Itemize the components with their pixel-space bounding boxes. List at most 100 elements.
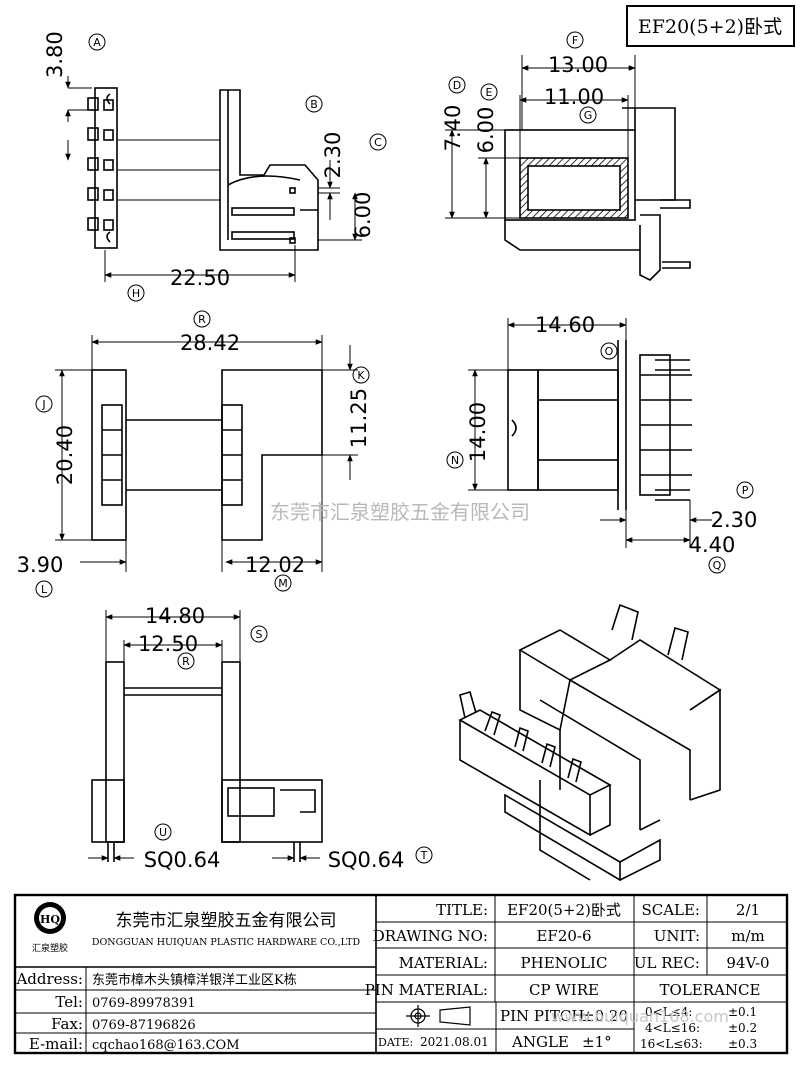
- dim-4-40: 4.40: [689, 533, 736, 557]
- address-value: 东莞市樟木头镇樟洋银洋工业区K栋: [92, 972, 297, 988]
- dim-2-30-side: 2.30: [321, 132, 345, 179]
- dim-3-80: 3.80: [43, 31, 67, 78]
- logo-caption: 汇泉塑胶: [32, 942, 68, 954]
- tolerance-value-1: ±0.1: [728, 1005, 757, 1019]
- dim-22-50: 22.50: [170, 266, 230, 290]
- ref-g: G: [584, 109, 593, 122]
- tel-value: 0769-89978391: [92, 996, 196, 1011]
- drawing-no-value: EF20-6: [536, 927, 591, 945]
- tolerance-range-1: 0<L≤4:: [645, 1005, 692, 1019]
- ref-e: E: [486, 86, 493, 99]
- ref-o: O: [605, 345, 614, 358]
- dim-13-00: 13.00: [548, 53, 608, 77]
- view-bottom-dims: [88, 610, 320, 861]
- unit-label: UNIT:: [654, 927, 700, 945]
- scale-label: SCALE:: [641, 901, 700, 919]
- dim-6-00-side: 6.00: [351, 192, 375, 239]
- dim-sq-0-64-right: SQ0.64: [328, 848, 405, 872]
- dim-sq-0-64-left: SQ0.64: [144, 848, 221, 872]
- dim-20-40: 20.40: [53, 425, 77, 485]
- ref-a: A: [93, 36, 101, 49]
- view-side-top-left: [87, 87, 319, 251]
- dim-14-00: 14.00: [466, 402, 490, 462]
- dim-28-42: 28.42: [180, 331, 240, 355]
- tolerance-range-2: 4<L≤16:: [645, 1021, 700, 1035]
- dim-14-60: 14.60: [535, 313, 595, 337]
- dim-6-00-end: 6.00: [474, 107, 498, 154]
- company-name-cn: 东莞市汇泉塑胶五金有限公司: [116, 911, 337, 931]
- ul-rec-value: 94V-0: [726, 954, 769, 972]
- ref-n: N: [451, 454, 459, 467]
- ref-k: K: [357, 369, 365, 382]
- pin-material-label: PIN MATERIAL:: [365, 981, 488, 999]
- projection-symbol-icon: [406, 1005, 471, 1027]
- ref-r-top: R: [198, 313, 206, 326]
- ref-d: D: [453, 79, 461, 92]
- material-label: MATERIAL:: [399, 954, 488, 972]
- pin-material-value: CP WIRE: [529, 981, 599, 999]
- tolerance-value-3: ±0.3: [728, 1037, 757, 1051]
- company-logo: HQ 汇泉塑胶: [32, 902, 68, 954]
- reference-markers: A B C D E F G H R J K L M O N P Q S R U …: [35, 31, 754, 864]
- ul-rec-label: UL REC:: [634, 954, 700, 972]
- ref-t: T: [420, 849, 428, 862]
- ref-p: P: [742, 484, 749, 497]
- angle-label: ANGLE: [511, 1033, 569, 1051]
- ref-u: U: [159, 826, 167, 839]
- dim-11-25: 11.25: [347, 388, 371, 448]
- drawing-no-label: DRAWING NO:: [373, 927, 488, 945]
- tolerance-label: TOLERANCE: [660, 981, 761, 999]
- ref-f: F: [572, 34, 578, 47]
- dim-12-50: 12.50: [138, 632, 198, 656]
- pin-pitch-value: ±0.20: [582, 1007, 628, 1025]
- fax-value: 0769-87196826: [92, 1018, 196, 1033]
- view-top-dims: [55, 335, 358, 572]
- date-value: 2021.08.01: [420, 1035, 489, 1049]
- email-label: E-mail:: [29, 1035, 83, 1053]
- ref-h: H: [132, 287, 140, 300]
- dim-2-30-front: 2.30: [711, 508, 758, 532]
- pin-pitch-label: PIN PITCH: [500, 1007, 585, 1025]
- view-front-dims: [468, 318, 712, 548]
- dim-14-80: 14.80: [145, 604, 205, 628]
- view-isometric: [458, 603, 722, 882]
- title-block: [13, 893, 789, 1055]
- ref-q: Q: [713, 559, 722, 572]
- dim-3-90: 3.90: [17, 553, 64, 577]
- header-title-box: EF20(5+2)卧式: [626, 5, 795, 47]
- ref-j: J: [41, 398, 45, 411]
- ref-m: M: [278, 577, 288, 590]
- tolerance-value-2: ±0.2: [728, 1021, 757, 1035]
- dim-12-02: 12.02: [245, 553, 305, 577]
- view-end-top-right: [504, 107, 691, 281]
- ref-r-bottom: R: [182, 655, 190, 668]
- unit-value: m/m: [731, 927, 765, 945]
- ref-b: B: [310, 98, 318, 111]
- view-end-dims: [445, 55, 636, 219]
- view-side-dims: [65, 76, 362, 282]
- fax-label: Fax:: [51, 1015, 83, 1033]
- header-title: EF20(5+2)卧式: [638, 16, 782, 38]
- ref-c: C: [374, 136, 382, 149]
- company-name-en: DONGGUAN HUIQUAN PLASTIC HARDWARE CO.,LT…: [92, 937, 361, 948]
- ref-s: S: [256, 628, 263, 641]
- ref-l: L: [41, 583, 48, 596]
- tolerance-range-3: 16<L≤63:: [640, 1037, 703, 1051]
- logo-letters: HQ: [40, 913, 60, 926]
- view-bottom-left: [91, 661, 323, 862]
- tel-label: Tel:: [55, 993, 83, 1011]
- watermark-site: www.huiquan168.com: [551, 1007, 729, 1026]
- address-label: Address:: [15, 970, 83, 988]
- view-front-middle-right: [507, 340, 692, 510]
- email-value: cqchao168@163.COM: [92, 1038, 240, 1053]
- date-label: DATE:: [378, 1036, 413, 1049]
- material-value: PHENOLIC: [521, 954, 608, 972]
- title-label: TITLE:: [436, 901, 488, 919]
- angle-value: ±1°: [582, 1033, 612, 1051]
- title-value: EF20(5+2)卧式: [507, 901, 621, 919]
- dim-7-40: 7.40: [441, 105, 465, 152]
- scale-value: 2/1: [736, 901, 760, 919]
- dim-11-00: 11.00: [544, 85, 604, 109]
- watermark-company: 东莞市汇泉塑胶五金有限公司: [270, 500, 530, 524]
